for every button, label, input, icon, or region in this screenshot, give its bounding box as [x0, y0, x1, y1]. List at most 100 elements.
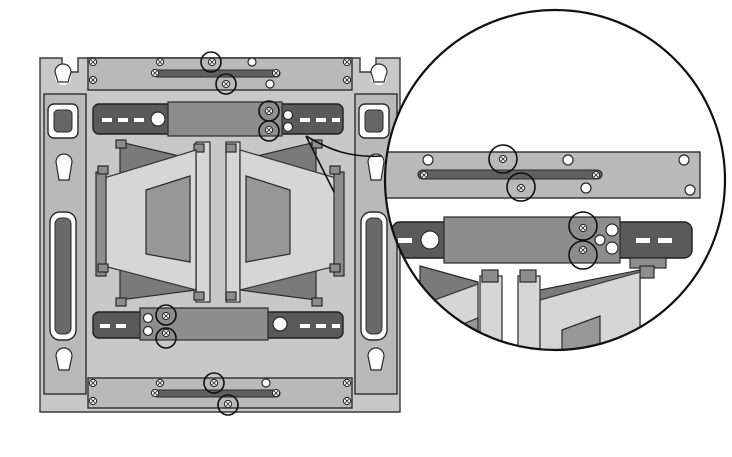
lower-bracket-hole — [142, 312, 154, 324]
zoom-rail-screw — [419, 170, 429, 180]
zoom-post-right — [517, 275, 541, 350]
bottom-rail-screw — [150, 388, 160, 398]
rail-cap — [97, 165, 109, 175]
top-rail-screw — [155, 57, 165, 67]
leader-line-lower — [305, 135, 335, 193]
zoom-bracket-lower-screw — [578, 245, 588, 255]
leader-line-upper — [305, 135, 383, 158]
dash — [398, 238, 412, 243]
center-post-right — [225, 141, 241, 303]
callout-ring-lower-bracket-1 — [155, 304, 177, 326]
top-rail-hole — [247, 57, 257, 67]
callout-ring-bottom-rail-lower — [217, 394, 239, 416]
rail-cap — [97, 263, 109, 273]
bottom-rail-corner-screw — [88, 378, 98, 388]
zoom-callout-rail-upper — [488, 144, 518, 174]
upper-bracket-hole — [282, 109, 294, 121]
keyhole-top-right-shape — [370, 63, 388, 83]
upper-bracket — [92, 100, 344, 142]
dash — [300, 118, 310, 122]
zoom-rail-hole — [684, 184, 696, 196]
post-cap — [193, 291, 205, 301]
top-rail-lower-screw — [221, 79, 231, 89]
dash — [332, 324, 340, 328]
dash — [100, 324, 110, 328]
zoom-rail-hole — [678, 154, 690, 166]
zoom-rail-screw — [591, 170, 601, 180]
zoom-bracket-block — [443, 216, 621, 264]
rail-cap — [329, 165, 341, 175]
top-rail-corner-screw — [342, 57, 352, 67]
dash — [134, 118, 144, 122]
bottom-rail-corner-screw — [342, 396, 352, 406]
dash — [658, 238, 672, 243]
articulating-arms — [95, 139, 345, 307]
callout-ring-top-rail-upper — [200, 51, 222, 73]
keyhole-bottom-left — [55, 347, 73, 371]
dash — [316, 118, 326, 122]
top-rail — [87, 51, 353, 95]
post-cap — [193, 143, 205, 153]
zoom-post-left — [479, 275, 503, 350]
lower-bracket-screw — [161, 311, 171, 321]
long-slot-left-inner — [54, 217, 72, 335]
rail-cap — [311, 297, 323, 307]
left-arm-panel — [145, 175, 191, 263]
callout-ring-lower-bracket-2 — [155, 327, 177, 349]
zoom-bracket-foot-post — [639, 265, 655, 279]
bottom-rail-hole — [261, 378, 271, 388]
zoom-bracket-hole — [420, 230, 440, 250]
lower-bracket-hole — [142, 325, 154, 337]
dash — [332, 118, 340, 122]
zoom-bracket-upper-screw — [578, 223, 588, 233]
upper-bracket-screw — [264, 106, 274, 116]
top-rail-screw — [271, 68, 281, 78]
bottom-rail-slot — [153, 389, 281, 398]
dash — [118, 118, 128, 122]
dash — [300, 324, 310, 328]
post-cap — [225, 291, 237, 301]
bottom-rail-upper-screw — [209, 378, 219, 388]
dash — [102, 118, 112, 122]
rail-cap — [115, 139, 127, 149]
top-rail-slot — [153, 69, 281, 78]
zoom-post-cap — [519, 269, 537, 283]
top-rail-upper-screw — [207, 57, 217, 67]
bottom-rail-corner-screw — [342, 378, 352, 388]
top-rail-screw — [150, 68, 160, 78]
right-side-rail — [333, 171, 345, 277]
zoom-detail — [383, 8, 727, 352]
zoom-callout-bracket-lower — [568, 240, 598, 270]
upper-bracket-block — [167, 101, 283, 137]
dash — [636, 238, 650, 243]
top-rail-corner-screw — [342, 75, 352, 85]
callout-ring-bottom-rail-upper — [203, 372, 225, 394]
top-rail-corner-screw — [88, 75, 98, 85]
zoom-rail-hole — [562, 154, 574, 166]
zoom-post-cap — [481, 269, 499, 283]
callout-ring-upper-bracket-2 — [258, 120, 280, 142]
zoom-circle-border — [383, 8, 727, 352]
rail-cap — [115, 297, 127, 307]
left-side-rail — [95, 171, 107, 277]
lower-bracket-hole — [272, 316, 288, 332]
pad-top-left-inner — [53, 109, 73, 133]
zoom-bracket-hole — [594, 234, 606, 246]
bottom-rail-screw — [155, 378, 165, 388]
zoom-rail-hole — [422, 154, 434, 166]
lower-bracket-block — [139, 307, 269, 341]
bottom-rail — [87, 372, 353, 416]
zoom-bracket-hole — [605, 223, 619, 237]
lower-bracket — [92, 304, 344, 349]
top-rail-corner-screw — [88, 57, 98, 67]
zoom-callout-bracket-upper — [568, 211, 598, 241]
bottom-rail-plate — [87, 377, 353, 409]
keyhole-mid-left — [55, 153, 73, 181]
zoom-rail-hole — [580, 182, 592, 194]
zoom-panel-left — [447, 317, 479, 350]
bottom-rail-screw — [271, 388, 281, 398]
zoom-rail-lower-screw — [516, 183, 526, 193]
bottom-rail-corner-screw — [88, 396, 98, 406]
long-slot-right-inner — [365, 217, 383, 335]
upper-bracket-hole — [282, 121, 294, 133]
